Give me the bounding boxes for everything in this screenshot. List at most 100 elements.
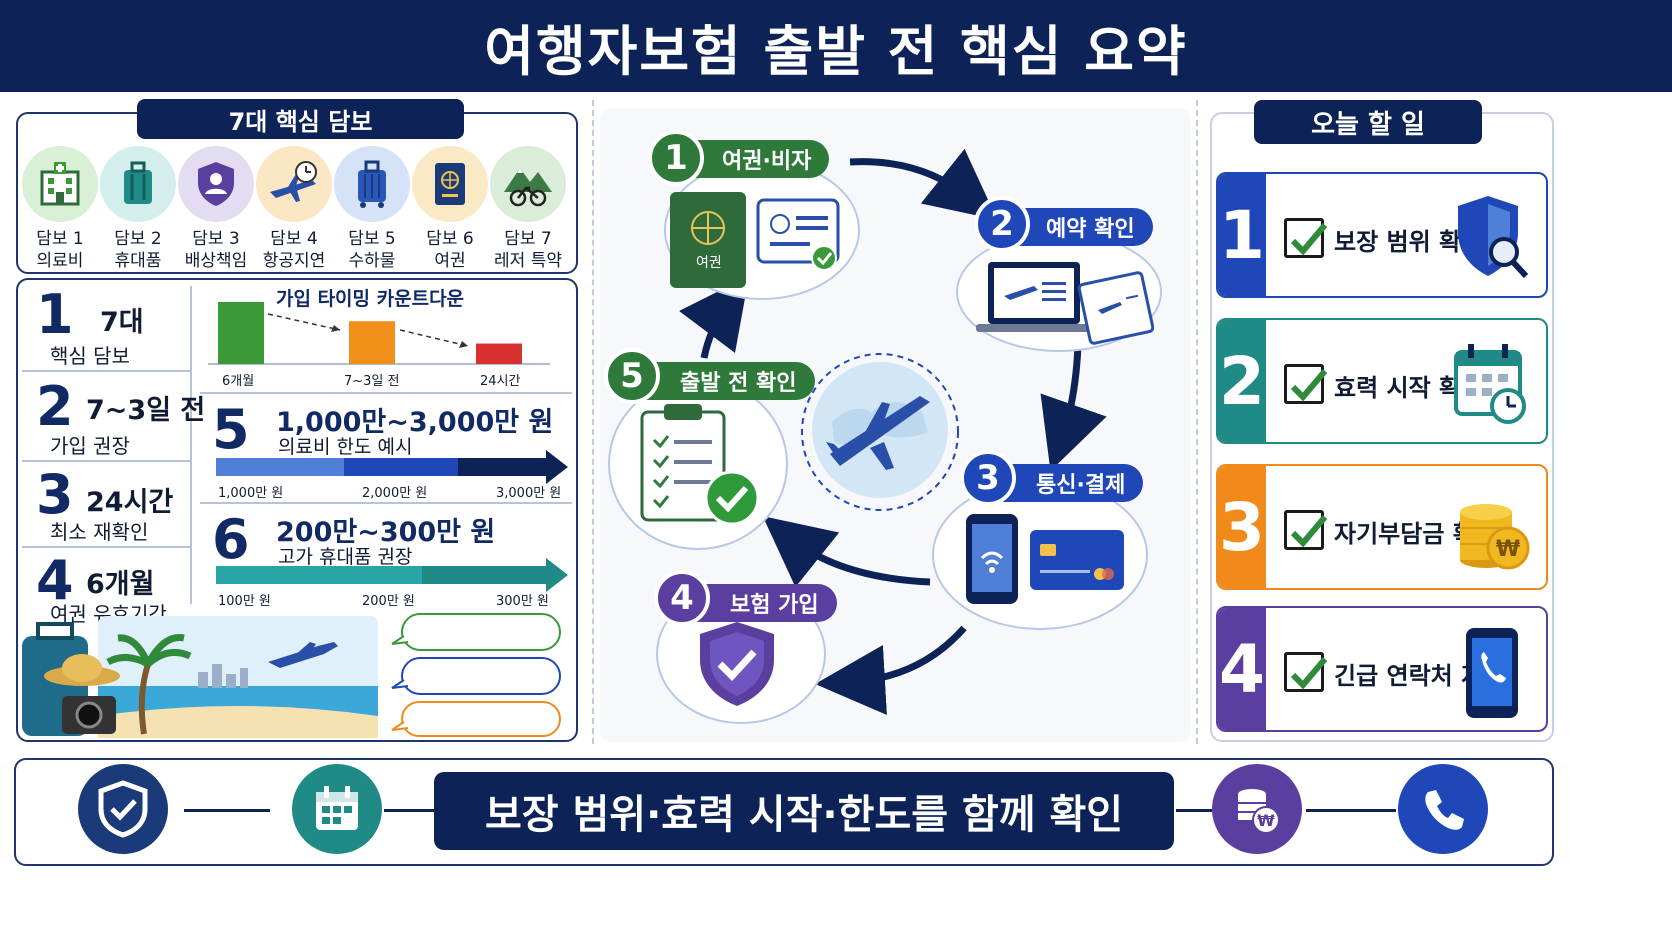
shield-check-icon [78, 764, 168, 854]
svg-text:₩: ₩ [1257, 811, 1275, 830]
countdown-chart [208, 302, 550, 365]
step-1-label: 여권·비자 [722, 149, 812, 174]
stat-number: 3 [36, 463, 74, 526]
medical-tick-2: 2,000만 원 [362, 486, 428, 501]
checkbox[interactable] [1284, 510, 1328, 550]
medical-tick-3: 3,000만 원 [496, 486, 562, 501]
globe-plane-icon [812, 362, 948, 498]
todo-number: 2 [1218, 320, 1266, 442]
stat-value: 7대 [100, 307, 144, 338]
belongings-tick-3: 300만 원 [496, 594, 549, 609]
divider [1196, 100, 1198, 744]
coins-icon: ₩ [1460, 504, 1530, 570]
checkbox[interactable] [1284, 218, 1328, 258]
todo-item-2[interactable]: 2 효력 시작 확인 [1216, 318, 1548, 444]
suitcase-icon [100, 146, 176, 222]
step-2-label: 예약 확인 [1046, 217, 1135, 242]
stat-caption: 핵심 담보 [50, 344, 130, 368]
belongings-limit-bar [216, 558, 568, 592]
coins-icon: ₩ [1212, 764, 1302, 854]
title-bar: 여행자보험 출발 전 핵심 요약 [0, 0, 1672, 92]
belongings-limit-caption: 고가 휴대품 권장 [278, 546, 413, 568]
travel-illustration [22, 616, 378, 738]
speech-bubbles [391, 613, 561, 737]
calendar-icon [292, 764, 382, 854]
divider [22, 546, 190, 548]
todo-item-3[interactable]: 3 자기부담금 확인 ₩ [1216, 464, 1548, 590]
step-1-number: 1 [648, 130, 704, 186]
phone-icon [1398, 764, 1488, 854]
countdown-bar-1 [218, 302, 264, 364]
checkbox[interactable] [1284, 652, 1328, 692]
connector-line [1306, 809, 1396, 812]
flow-arrows [679, 148, 1107, 715]
connector-line [384, 809, 434, 812]
shield-person-icon [178, 146, 254, 222]
divider [592, 100, 594, 744]
stat-value: 7~3일 전 [86, 395, 206, 426]
medical-limit-num: 5 [212, 398, 250, 461]
checkbox[interactable] [1284, 364, 1328, 404]
passport-text: 여권 [696, 255, 722, 271]
divider [22, 370, 190, 372]
countdown-label-2: 7~3일 전 [344, 374, 400, 389]
stat-number: 1 [36, 283, 74, 346]
page-title: 여행자보험 출발 전 핵심 요약 [484, 19, 1188, 83]
footer-message: 보장 범위·효력 시작·한도를 함께 확인 [434, 772, 1174, 850]
countdown-bar-2 [349, 321, 395, 364]
countdown-label-1: 6개월 [222, 374, 255, 389]
plane-clock-icon [256, 146, 332, 222]
stat-number: 4 [36, 549, 74, 612]
medical-limit-caption: 의료비 한도 예시 [278, 436, 413, 458]
stat-number: 2 [36, 375, 74, 438]
coverage-header: 7대 핵심 담보 [137, 99, 464, 139]
stat-value: 6개월 [86, 569, 155, 600]
todo-header-label: 오늘 할 일 [1311, 109, 1425, 140]
todo-number: 1 [1218, 174, 1266, 296]
hospital-icon [22, 146, 98, 222]
luggage-icon [334, 146, 410, 222]
step-4-number: 4 [654, 570, 710, 626]
step-3-number: 3 [960, 450, 1016, 506]
shield-search-icon [1458, 196, 1529, 279]
medical-limit-amount: 1,000만~3,000만 원 [276, 407, 554, 438]
stat-caption: 최소 재확인 [50, 520, 149, 544]
calendar-clock-icon [1454, 344, 1526, 424]
todo-header: 오늘 할 일 [1254, 100, 1482, 144]
medical-limit-bar [216, 450, 568, 484]
belongings-limit-amount: 200만~300만 원 [276, 517, 496, 548]
stat-value: 24시간 [86, 487, 174, 518]
phone-card-icon [966, 514, 1124, 604]
passport-visa-icon [670, 192, 840, 288]
laptop-ticket-icon [976, 262, 1154, 345]
belongings-limit-num: 6 [212, 508, 250, 571]
step-2-number: 2 [974, 196, 1030, 252]
divider [200, 392, 572, 394]
coverage-header-label: 7대 핵심 담보 [228, 107, 373, 136]
step-5-label: 출발 전 확인 [680, 371, 797, 396]
todo-number: 3 [1218, 466, 1266, 588]
divider [22, 460, 190, 462]
divider [200, 502, 572, 504]
todo-item-1[interactable]: 1 보장 범위 확인 [1216, 172, 1548, 298]
stat-caption: 가입 권장 [50, 434, 130, 458]
step-3-label: 통신·결제 [1036, 473, 1126, 498]
phone-icon [1466, 628, 1518, 718]
passport-icon [412, 146, 488, 222]
connector-line [184, 809, 270, 812]
todo-number: 4 [1218, 608, 1266, 730]
clipboard-check-icon [640, 404, 760, 526]
belongings-tick-2: 200만 원 [362, 594, 415, 609]
footer-text: 보장 범위·효력 시작·한도를 함께 확인 [484, 792, 1124, 838]
todo-item-4[interactable]: 4 긴급 연락처 저장 [1216, 606, 1548, 732]
belongings-tick-1: 100만 원 [218, 594, 271, 609]
svg-text:₩: ₩ [1496, 537, 1520, 562]
shield-check-icon [700, 622, 774, 706]
